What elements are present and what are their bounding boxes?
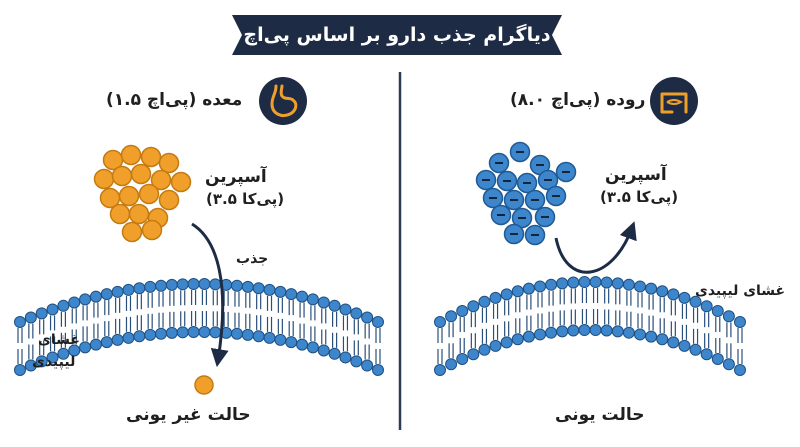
absorption-label: جذب — [236, 251, 269, 267]
nonionized-molecule — [138, 183, 160, 205]
ionized-molecule — [503, 223, 525, 245]
ionized-molecule — [534, 206, 556, 228]
ionized-molecule — [503, 189, 525, 211]
nonionized-molecule — [170, 171, 192, 193]
nonionized-molecule — [130, 163, 152, 185]
ionized-molecule — [511, 207, 533, 229]
left-drug-pka: (پی‌کا ۳.۵) — [206, 190, 285, 208]
right-drug-name: آسپرین — [605, 165, 667, 185]
ionized-molecule — [482, 187, 504, 209]
intestine-icon — [650, 77, 698, 125]
nonionized-aspirin-cluster — [93, 144, 192, 243]
nonionized-molecule — [121, 221, 143, 243]
ionized-aspirin-cluster — [475, 141, 577, 246]
title-banner — [232, 15, 562, 55]
ionized-molecule — [516, 172, 538, 194]
left-membrane-label-line2: لیپیدی — [32, 354, 76, 370]
ionized-molecule — [490, 204, 512, 226]
stomach-heading: معده (پی‌اچ ۱.۵) — [106, 90, 243, 110]
left-membrane-label-line1: غشای — [38, 332, 80, 348]
ionized-molecule — [545, 185, 567, 207]
ionized-molecule — [537, 169, 559, 191]
stomach-icon — [259, 77, 307, 125]
nonionized-molecule — [93, 168, 115, 190]
nonionized-molecule — [150, 169, 172, 191]
rebound-arrow — [554, 221, 637, 274]
left-state-label: حالت غیر یونی — [126, 405, 251, 425]
diagram-title: دیاگرام جذب دارو بر اساس پی‌اچ — [243, 24, 551, 46]
right-drug-pka: (پی‌کا ۳.۵) — [600, 188, 679, 206]
nonionized-molecule — [158, 152, 180, 174]
ionized-molecule — [555, 161, 577, 183]
ionized-molecule — [496, 170, 518, 192]
nonionized-molecule — [140, 146, 162, 168]
nonionized-molecule — [111, 165, 133, 187]
nonionized-molecule — [120, 144, 142, 166]
ionized-molecule — [524, 224, 546, 246]
ionized-molecule — [509, 141, 531, 163]
nonionized-molecule — [118, 185, 140, 207]
left-drug-name: آسپرین — [205, 167, 267, 187]
absorption-arrow — [191, 222, 229, 368]
nonionized-molecule — [141, 219, 163, 241]
right-membrane-label: غشای لیپیدی — [695, 283, 786, 299]
ionized-molecule — [524, 189, 546, 211]
ionized-molecule — [488, 152, 510, 174]
nonionized-molecule — [128, 203, 150, 225]
absorbed-molecule — [194, 375, 214, 395]
nonionized-molecule — [109, 203, 131, 225]
right-state-label: حالت یونی — [555, 405, 645, 425]
nonionized-molecule — [158, 189, 180, 211]
ionized-molecule — [475, 169, 497, 191]
left-lipid-membrane — [14, 278, 384, 376]
intestine-heading: روده (پی‌اچ ۸.۰) — [510, 90, 646, 110]
right-lipid-membrane — [434, 276, 746, 376]
